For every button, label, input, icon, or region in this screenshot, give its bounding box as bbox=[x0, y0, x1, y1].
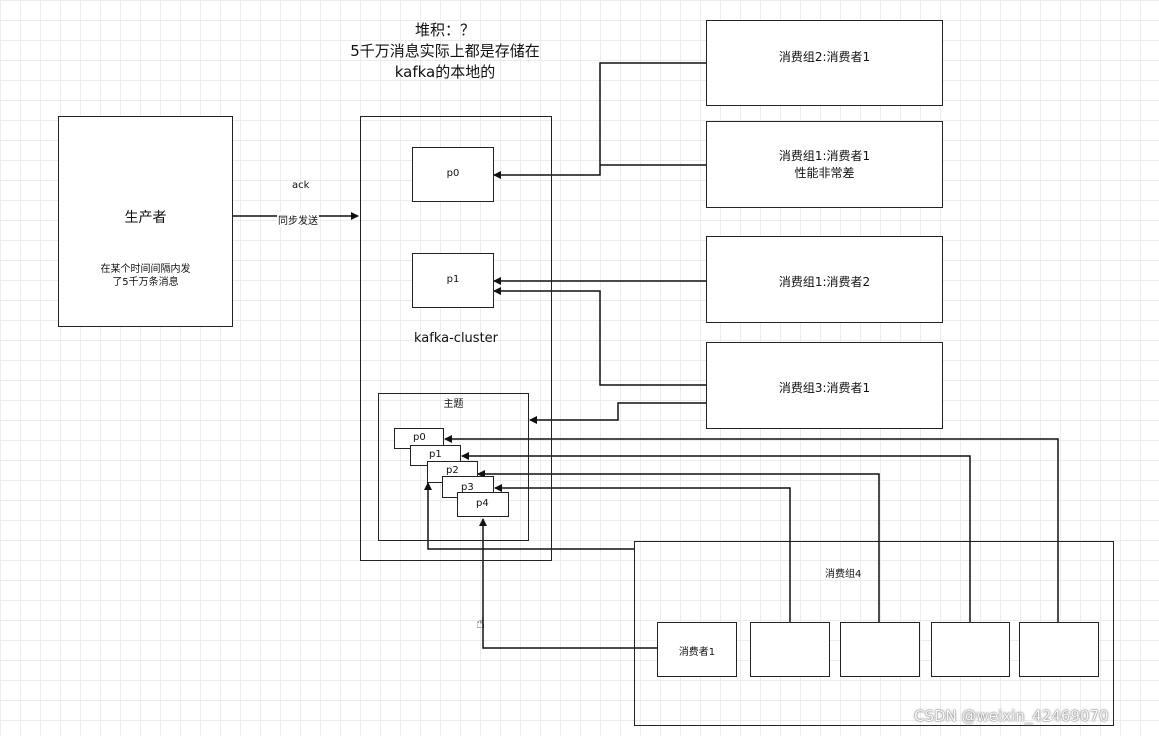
consumer-group4-box: 消费组4 bbox=[634, 541, 1114, 726]
topic-partition-p4-label: p4 bbox=[476, 498, 489, 509]
ack-label: ack bbox=[292, 180, 310, 191]
topic-partition-p4: p4 bbox=[457, 492, 509, 517]
group4-consumer2-to-topic-p3-line bbox=[494, 484, 791, 622]
cluster-partition-p1-label: p1 bbox=[446, 274, 460, 285]
cluster-partition-p1: p1 bbox=[412, 253, 494, 308]
group3-consumer1-to-p1-line bbox=[493, 287, 706, 386]
topic-partition-p2-label: p2 bbox=[446, 465, 459, 476]
sync-send-label: 同步发送 bbox=[277, 212, 319, 227]
consumer-group4-label: 消费组4 bbox=[825, 569, 862, 580]
topic-box: 主题 bbox=[378, 393, 529, 541]
group4-consumer5-to-topic-p0-line bbox=[444, 435, 1059, 622]
diagram-heading: 堆积：？ 5千万消息实际上都是存储在 kafka的本地的 bbox=[330, 20, 560, 83]
consumer-group1-consumer2-box: 消费组1:消费者2 bbox=[706, 236, 943, 323]
producer-desc-line-1: 在某个时间间隔内发 bbox=[100, 264, 191, 275]
group4-consumer1-box: 消费者1 bbox=[657, 622, 737, 677]
group4-consumer3-to-topic-p2-line bbox=[477, 470, 880, 622]
consumer-group3-consumer1-label: 消费组3:消费者1 bbox=[778, 381, 871, 395]
group4-consumer1-to-topic-p4-line bbox=[479, 518, 657, 649]
group4-consumer4-box bbox=[931, 622, 1010, 677]
cluster-partition-p0-label: p0 bbox=[446, 168, 460, 179]
csdn-watermark: CSDN @weixin_42469070 bbox=[914, 707, 1109, 725]
consumer-group2-consumer1-box: 消费组2:消费者1 bbox=[706, 20, 943, 106]
consumer-group3-consumer1-box: 消费组3:消费者1 bbox=[706, 342, 943, 429]
kafka-cluster-box bbox=[360, 116, 552, 561]
group2-consumer1-to-p0-line bbox=[493, 62, 706, 179]
group4-consumer3-box bbox=[840, 622, 920, 677]
producer-title: 生产者 bbox=[124, 210, 167, 226]
consumer-group2-consumer1-label: 消费组2:消费者1 bbox=[778, 50, 871, 64]
group4-trunk-to-topic-p2-line bbox=[424, 482, 634, 550]
producer-description: 在某个时间间隔内发 了5千万条消息 bbox=[59, 263, 232, 289]
group4-consumer1-label: 消费者1 bbox=[678, 647, 716, 658]
topic-partition-p3-label: p3 bbox=[461, 482, 474, 493]
heading-line-1: 堆积：？ bbox=[414, 21, 475, 39]
kafka-cluster-label: kafka-cluster bbox=[414, 331, 499, 346]
consumer-group1-consumer2-label: 消费组1:消费者2 bbox=[778, 275, 871, 289]
topic-partition-p1-label: p1 bbox=[429, 449, 442, 460]
consumer-group1-consumer1-line-2: 性能非常差 bbox=[794, 166, 855, 180]
topic-label: 主题 bbox=[443, 399, 464, 410]
cluster-partition-p0: p0 bbox=[412, 147, 494, 202]
group3-consumer1-to-topic-line bbox=[529, 402, 706, 424]
consumer-group1-consumer1-line-1: 消费组1:消费者1 bbox=[778, 149, 871, 163]
heading-line-3: kafka的本地的 bbox=[394, 63, 496, 81]
heading-line-2: 5千万消息实际上都是存储在 bbox=[350, 42, 540, 60]
hand-cursor-icon: ☝ bbox=[476, 614, 486, 632]
consumer-group1-consumer1-box: 消费组1:消费者1 性能非常差 bbox=[706, 121, 943, 208]
consumer-group1-consumer1-label: 消费组1:消费者1 性能非常差 bbox=[707, 148, 942, 182]
group4-consumer2-box bbox=[750, 622, 830, 677]
group4-consumer4-to-topic-p1-line bbox=[461, 452, 971, 622]
topic-partition-p0-label: p0 bbox=[413, 432, 426, 443]
group4-consumer5-box bbox=[1019, 622, 1099, 677]
producer-box: 生产者 在某个时间间隔内发 了5千万条消息 bbox=[58, 116, 233, 327]
producer-desc-line-2: 了5千万条消息 bbox=[112, 277, 179, 288]
